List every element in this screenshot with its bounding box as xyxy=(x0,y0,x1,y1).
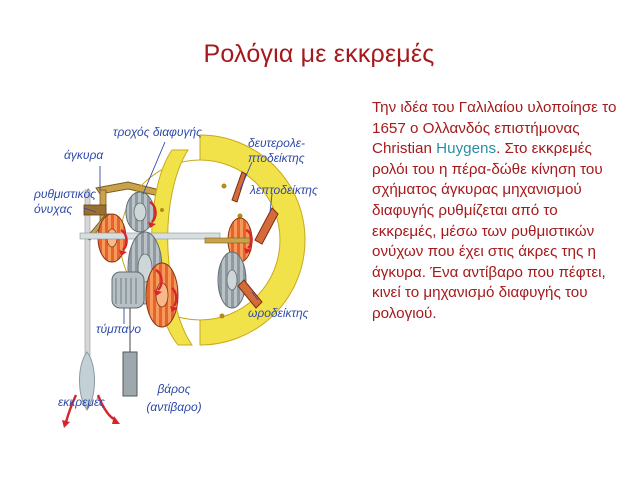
clock-mechanism-illustration xyxy=(62,134,306,428)
pendulum xyxy=(79,189,95,411)
description-part-1: Την ιδέα του Γαλιλαίου υλοποίησε το 1657… xyxy=(372,99,617,158)
orange-gear-center xyxy=(145,262,179,328)
label-drum: τύμπανο xyxy=(96,322,142,336)
label-anchor: άγκυρα xyxy=(64,148,104,162)
huygens-highlight: Huygens xyxy=(436,140,497,158)
weight xyxy=(122,308,138,397)
label-hour-hand: ωροδείκτης xyxy=(248,306,309,320)
label-weight-line1: βάρος xyxy=(157,382,191,396)
label-seconds-hand-line1: δευτερολε- xyxy=(248,136,306,150)
drum xyxy=(111,271,145,309)
label-pendulum: εκκρεμές xyxy=(58,395,105,409)
label-minute-hand: λεπτοδείκτης xyxy=(250,183,318,197)
arrow-heads xyxy=(62,222,252,428)
label-escape-wheel: τροχός διαφυγής xyxy=(113,125,202,139)
label-weight-line2: (αντίβαρο) xyxy=(146,400,202,414)
hour-hand xyxy=(237,279,263,309)
escape-wheel xyxy=(125,191,155,233)
description-part-2: . Στο εκκρεμές ρολόι του η πέρα-δώθε κίν… xyxy=(372,140,606,322)
seconds-hand xyxy=(231,171,247,203)
slide-title: Ρολόγια με εκκρεμές xyxy=(203,40,435,68)
label-regulating-pallet-line2: όνυχας xyxy=(34,202,73,216)
label-seconds-hand-line2: πτοδείκτης xyxy=(248,151,305,165)
description-text: Την ιδέα του Γαλιλαίου υλοποίησε το 1657… xyxy=(372,98,622,325)
rotation-arrows xyxy=(64,200,253,423)
clock-mechanism-diagram: τροχός διαφυγής άγκυρα δευτερολε- πτοδεί… xyxy=(0,90,360,450)
leader-lines xyxy=(83,141,273,324)
label-regulating-pallet-line1: ρυθμιστικός xyxy=(34,187,96,201)
minute-hand xyxy=(254,207,279,245)
